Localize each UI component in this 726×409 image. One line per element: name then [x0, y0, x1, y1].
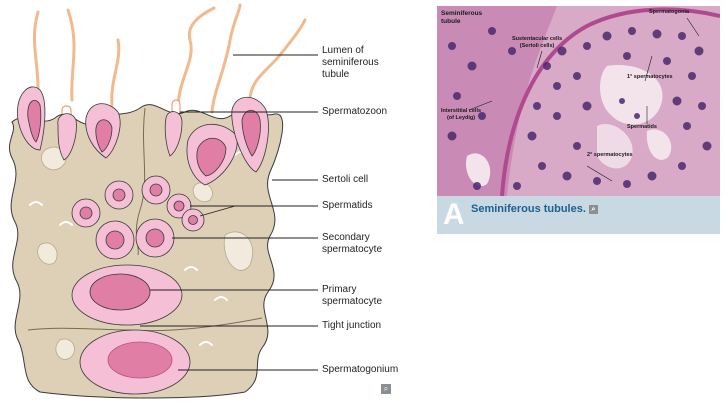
- label-spermatozoon: Spermatozoon: [322, 106, 387, 118]
- micro-label-primary: 1° spermatocytes: [627, 74, 673, 81]
- label-spermatogonium: Spermatogonium: [322, 364, 398, 376]
- label-sertoli-cell: Sertoli cell: [322, 174, 368, 186]
- primary-spermatocyte: [72, 265, 182, 325]
- label-spermatids: Spermatids: [322, 200, 373, 212]
- micro-label-leydig: Interstitial cells (of Leydig): [441, 108, 481, 121]
- label-secondary-spermatocyte: Secondary spermatocyte: [322, 232, 382, 256]
- micrograph-image: [437, 6, 720, 196]
- spermatogonium: [80, 330, 190, 394]
- micrograph: Seminiferous tubule Spermatogonia Susten…: [437, 6, 720, 196]
- label-tight-junction: Tight junction: [322, 320, 381, 332]
- caption-letter: A: [443, 198, 465, 232]
- label-primary-spermatocyte: Primary spermatocyte: [322, 284, 382, 308]
- micro-label-spermatids: Spermatids: [627, 124, 657, 131]
- magnify-icon[interactable]: ⌕: [381, 384, 391, 394]
- sperm-tails: [34, 5, 305, 112]
- label-lumen: Lumen of seminiferous tubule: [322, 45, 379, 81]
- caption-bar: A Seminiferous tubules.⌕: [437, 196, 720, 234]
- caption-title: Seminiferous tubules.: [471, 203, 586, 215]
- magnify-icon[interactable]: ⌕: [589, 205, 598, 214]
- micro-label-spermatogonia: Spermatogonia: [649, 9, 689, 16]
- micro-label-secondary: 2° spermatocytes: [587, 152, 633, 159]
- caption-text: Seminiferous tubules.⌕: [471, 203, 598, 215]
- micro-title: Seminiferous tubule: [441, 10, 482, 25]
- micro-label-sertoli: Sustentacular cells (Sertoli cells): [512, 36, 562, 49]
- seminiferous-diagram: Lumen of seminiferous tubule Spermatozoo…: [0, 0, 430, 404]
